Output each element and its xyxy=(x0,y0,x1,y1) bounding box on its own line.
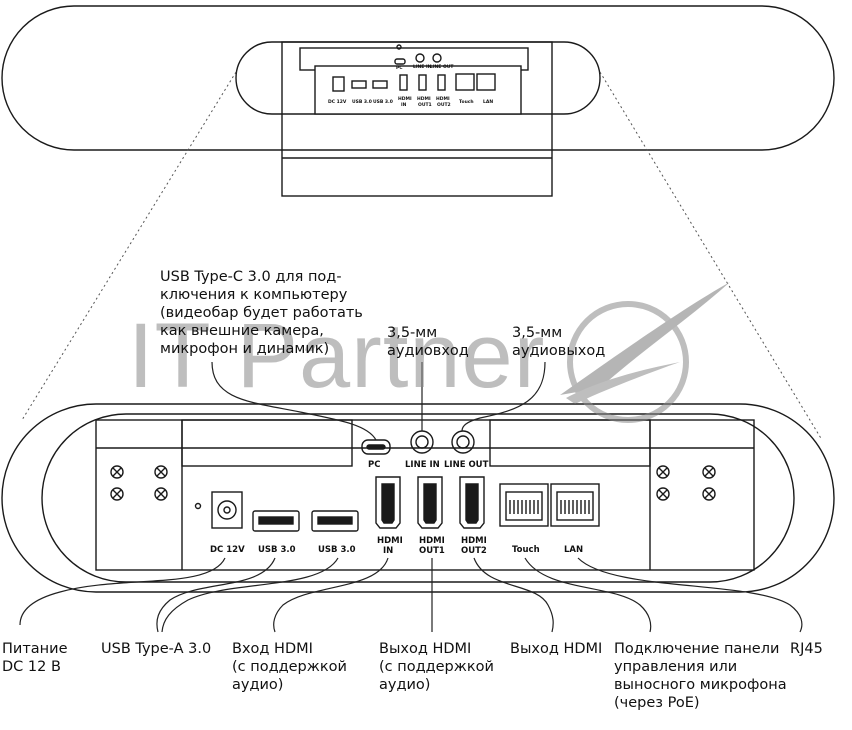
hdmi-out2-label-1: HDMI xyxy=(461,536,487,546)
hdmi-in-label-top-1: HDMI xyxy=(398,96,412,102)
line-in-label-top: LINE IN xyxy=(413,64,432,70)
watermark-text: IT Partner xyxy=(128,305,546,407)
line-in-port xyxy=(410,430,434,454)
usb2-label-top: USB 3.0 xyxy=(373,99,393,105)
screws-right xyxy=(656,465,716,501)
leader-lines xyxy=(19,361,803,633)
videobar-recess-detail xyxy=(41,413,795,583)
usb2-label: USB 3.0 xyxy=(318,545,356,555)
usb1-label-top: USB 3.0 xyxy=(352,99,372,105)
hdmi-in-label-2: IN xyxy=(383,546,393,556)
screws-left xyxy=(110,465,168,501)
usb2-port xyxy=(311,510,359,532)
hdmi-in-label-1: HDMI xyxy=(377,536,403,546)
line-in-label: LINE IN xyxy=(405,460,440,470)
callout-hdmi-out2: Выход HDMI xyxy=(510,641,603,657)
pc-port xyxy=(361,439,391,455)
callout-usb-c: USB Type-C 3.0 для под- ключения к компь… xyxy=(160,269,363,357)
projection-line-right xyxy=(599,71,823,441)
leader-touch xyxy=(524,557,652,633)
hdmi-out1-port-top xyxy=(418,74,427,91)
hdmi-out2-label-2: OUT2 xyxy=(461,546,487,556)
hdmi-out2-port-top xyxy=(437,74,446,91)
hdmi-out1-label-top-1: HDMI xyxy=(417,96,431,102)
usb1-port xyxy=(252,510,300,532)
touch-port xyxy=(499,483,549,527)
port-panel-detail xyxy=(95,419,755,571)
lan-port-top xyxy=(476,73,496,91)
callout-audio-in: 3,5-мм аудиовход xyxy=(387,325,469,359)
indicator-top xyxy=(396,44,402,50)
callout-hdmi-in: Вход HDMI (с поддержкой аудио) xyxy=(232,641,347,693)
lan-port xyxy=(550,483,600,527)
lan-label-top: LAN xyxy=(483,99,493,105)
leader-rj45 xyxy=(577,557,803,633)
leader-power xyxy=(19,557,226,626)
pc-label-top: PC xyxy=(396,65,403,71)
hdmi-out1-label-top-2: OUT1 xyxy=(418,102,432,108)
line-out-label: LINE OUT xyxy=(444,460,489,470)
usb1-port-top xyxy=(351,80,367,89)
top-port-labels: DC 12V USB 3.0 USB 3.0 PC LINE IN LINE O… xyxy=(328,64,493,108)
line-out-label-top: LINE OUT xyxy=(430,64,454,70)
watermark-logo xyxy=(560,282,730,423)
callout-audio-out: 3,5-мм аудиовыход xyxy=(512,325,606,359)
hdmi-in-label-top-2: IN xyxy=(401,102,407,108)
hdmi-out2-port xyxy=(459,476,485,529)
hdmi-out1-label-2: OUT1 xyxy=(419,546,445,556)
videobar-body-detail xyxy=(1,403,835,593)
pc-port-top xyxy=(394,58,406,65)
projection-line-left xyxy=(21,71,237,421)
panel-slot-right xyxy=(489,419,651,467)
leader-audio-out xyxy=(461,361,546,432)
callout-usb-a: USB Type-A 3.0 xyxy=(101,641,212,657)
port-labels: DC 12V USB 3.0 USB 3.0 PC LINE IN LINE O… xyxy=(210,460,583,556)
pc-label: PC xyxy=(368,460,380,470)
leader-usb-a-2 xyxy=(161,557,339,633)
usb2-port-top xyxy=(372,80,388,89)
callout-touch: Подключение панели управления или выносн… xyxy=(614,641,787,711)
lan-label: LAN xyxy=(564,545,583,555)
indicator-led xyxy=(194,502,202,510)
hdmi-in-port xyxy=(375,476,401,529)
callout-power: Питание DC 12 В xyxy=(2,641,68,675)
hdmi-out1-label-1: HDMI xyxy=(419,536,445,546)
callout-hdmi-out1: Выход HDMI (с поддержкой аудио) xyxy=(379,641,494,693)
hdmi-out2-label-top-1: HDMI xyxy=(436,96,450,102)
callout-rj45: RJ45 xyxy=(790,641,823,657)
line-in-port-top xyxy=(415,53,425,63)
dc-port xyxy=(211,491,243,529)
leader-hdmi-in xyxy=(273,557,389,633)
line-out-port-top xyxy=(432,53,442,63)
dc-label: DC 12V xyxy=(210,545,245,555)
leader-hdmi-out2 xyxy=(473,557,554,633)
hdmi-out1-port xyxy=(417,476,443,529)
touch-port-top xyxy=(455,73,475,91)
mount-bracket-top xyxy=(281,41,553,197)
panel-slot-left xyxy=(181,419,353,467)
dc-port-top xyxy=(332,76,345,92)
hdmi-out2-label-top-2: OUT2 xyxy=(437,102,451,108)
leader-usb-a-1 xyxy=(156,557,276,633)
leader-usb-c xyxy=(211,361,377,441)
touch-label: Touch xyxy=(512,545,540,555)
videobar-body-top xyxy=(1,5,835,151)
line-out-port xyxy=(451,430,475,454)
dc-label-top: DC 12V xyxy=(328,99,347,105)
touch-label-top: Touch xyxy=(459,99,474,105)
usb1-label: USB 3.0 xyxy=(258,545,296,555)
hdmi-in-port-top xyxy=(399,74,408,91)
